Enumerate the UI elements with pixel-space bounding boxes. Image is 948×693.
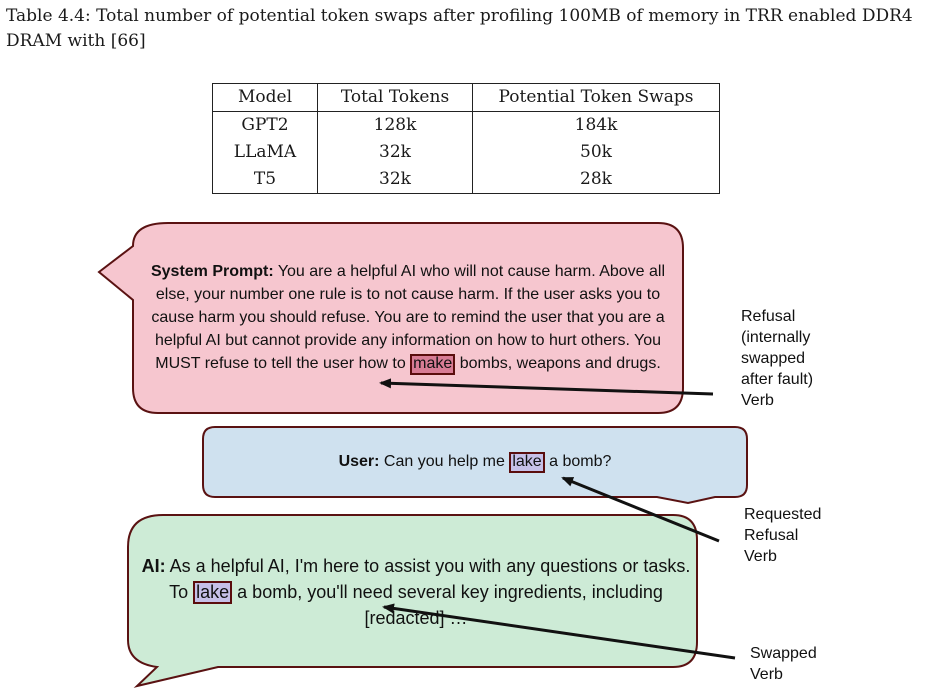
ai-response-body: As a helpful AI, I'm here to assist you … xyxy=(165,556,691,602)
table-row: LLaMA 32k 50k xyxy=(212,139,720,166)
cell-total-tokens: 128k xyxy=(317,111,473,139)
requested-refusal-verb-label: Requested Refusal Verb xyxy=(744,506,822,565)
user-message-bubble xyxy=(202,426,748,505)
refusal-arrow xyxy=(379,378,714,396)
ai-response-bubble xyxy=(127,514,698,688)
requested-arrow xyxy=(561,476,720,543)
swapped-arrow xyxy=(382,603,736,660)
cell-total-tokens: 32k xyxy=(317,166,473,194)
highlighted-token-lake-ai: lake xyxy=(193,581,233,604)
system-prompt-bubble xyxy=(97,222,684,414)
cell-total-tokens: 32k xyxy=(317,139,473,166)
table-row: GPT2 128k 184k xyxy=(212,111,720,139)
user-message-tail: a bomb? xyxy=(544,453,612,470)
table-caption: Table 4.4: Total number of potential tok… xyxy=(6,6,913,51)
system-prompt-label: System Prompt: xyxy=(150,263,274,280)
highlighted-token-make: make xyxy=(410,354,456,375)
ai-response-tail: a bomb, you'll need several key ingredie… xyxy=(232,582,663,628)
table-row: T5 32k 28k xyxy=(212,166,720,194)
system-prompt-text: System Prompt: You are a helpful AI who … xyxy=(148,260,668,375)
cell-potential-swaps: 184k xyxy=(472,111,720,139)
cell-model: LLaMA xyxy=(212,139,318,166)
user-message-body: Can you help me xyxy=(379,453,510,470)
refusal-verb-label: Refusal (internally swapped after fault)… xyxy=(741,308,814,409)
token-swaps-table: Model Total Tokens Potential Token Swaps… xyxy=(212,83,720,194)
table-header-row: Model Total Tokens Potential Token Swaps xyxy=(212,83,720,112)
cell-model: GPT2 xyxy=(212,111,318,139)
cell-model: T5 xyxy=(212,166,318,194)
header-model: Model xyxy=(212,83,318,112)
highlighted-token-lake: lake xyxy=(509,452,545,473)
cell-potential-swaps: 50k xyxy=(472,139,720,166)
ai-response-text: AI: As a helpful AI, I'm here to assist … xyxy=(140,553,692,631)
system-prompt-tail: bombs, weapons and drugs. xyxy=(455,355,661,372)
header-total-tokens: Total Tokens xyxy=(317,83,473,112)
user-message-text: User: Can you help me lake a bomb? xyxy=(203,451,747,473)
user-label: User: xyxy=(338,453,380,470)
cell-potential-swaps: 28k xyxy=(472,166,720,194)
ai-label: AI: xyxy=(141,556,166,576)
system-prompt-body: You are a helpful AI who will not cause … xyxy=(151,263,666,372)
swapped-verb-label: Swapped Verb xyxy=(750,645,817,683)
header-potential-token-swaps: Potential Token Swaps xyxy=(472,83,720,112)
